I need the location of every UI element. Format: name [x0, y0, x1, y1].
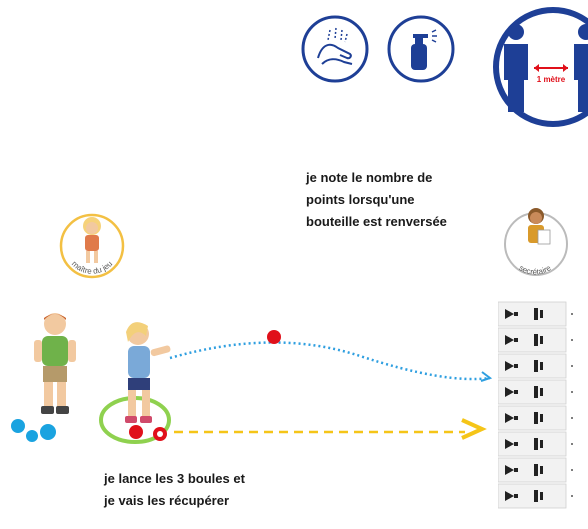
hand-wash-icon [301, 15, 369, 83]
distance-label: 1 mètre [537, 75, 566, 84]
red-balls [129, 425, 167, 441]
throwing-player-figure [125, 322, 171, 423]
ball-in-flight [267, 330, 281, 344]
bottles-panel [498, 301, 574, 509]
spray-bottle-icon [387, 15, 455, 83]
scorekeeper-instruction: je note le nombre de points lorsqu'une b… [306, 170, 447, 229]
secretary-label: secrétaire [517, 263, 553, 277]
secretary-badge: secrétaire [504, 208, 568, 277]
retrieve-arrow [461, 418, 487, 440]
trajectories [169, 330, 493, 440]
distance-sign-icon: 1 mètre [493, 7, 588, 127]
thrower-instruction: je lance les 3 boules et je vais les réc… [104, 471, 245, 508]
ball-flight-path [169, 341, 491, 381]
waiting-player-figure [34, 313, 76, 414]
blue-balls [11, 419, 56, 442]
game-master-badge: maître du jeu [59, 213, 125, 279]
svg-text:secrétaire: secrétaire [517, 263, 553, 277]
